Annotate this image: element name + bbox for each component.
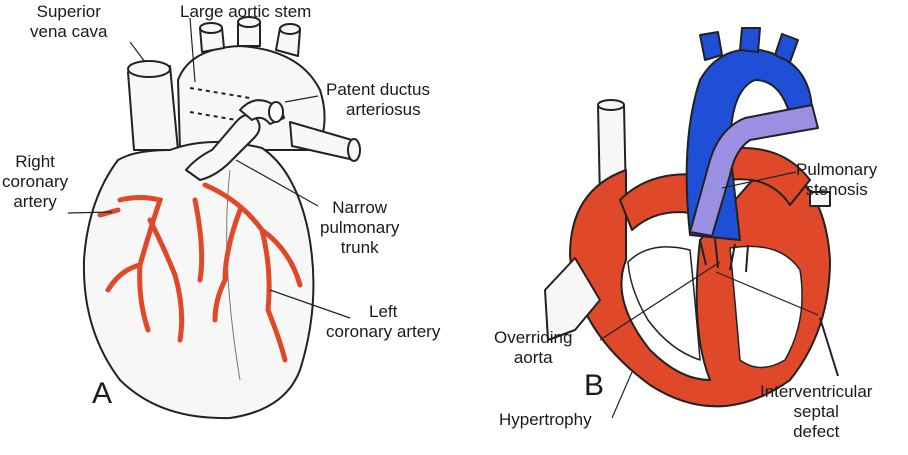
rca-line-1: Right: [2, 152, 68, 172]
npt-line-3: trunk: [320, 238, 399, 258]
label-hypertrophy: Hypertrophy: [499, 410, 592, 430]
left-ventricle: [730, 246, 802, 367]
svc-line-2: vena cava: [30, 22, 108, 42]
npt-line-2: pulmonary: [320, 218, 399, 238]
lca-line-2: coronary artery: [326, 322, 440, 342]
vsd-line-1: Interventricular: [760, 382, 872, 402]
leader-vsd-2: [820, 318, 838, 376]
label-left-coronary: Left coronary artery: [326, 302, 440, 342]
svc-line-1: Superior: [30, 2, 108, 22]
panel-a-letter: A: [92, 378, 112, 410]
label-superior-vena-cava: Superior vena cava: [30, 2, 108, 42]
rca-line-2: coronary: [2, 172, 68, 192]
panel-b-letter: B: [584, 370, 604, 402]
label-interventricular-septal-defect: Interventricular septal defect: [760, 382, 872, 442]
label-narrow-pulmonary-trunk: Narrow pulmonary trunk: [320, 198, 399, 258]
ductus-line-1: Patent ductus: [326, 80, 430, 100]
leader-hypertrophy: [612, 372, 632, 418]
rca-line-3: artery: [2, 192, 68, 212]
superior-vena-cava: [128, 66, 178, 150]
npt-line-1: Narrow: [320, 198, 399, 218]
oa-line-2: aorta: [494, 348, 572, 368]
label-right-coronary: Right coronary artery: [2, 152, 68, 212]
ps-line-1: Pulmonary: [796, 160, 877, 180]
lca-line-1: Left: [326, 302, 440, 322]
oa-line-1: Overriding: [494, 328, 572, 348]
label-overriding-aorta: Overriding aorta: [494, 328, 572, 368]
vsd-line-2: septal: [760, 402, 872, 422]
ductus-line-2: arteriosus: [326, 100, 430, 120]
panel-a-heart: [84, 17, 360, 418]
leader-svc: [130, 42, 145, 62]
label-patent-ductus: Patent ductus arteriosus: [326, 80, 430, 120]
label-pulmonary-stenosis: Pulmonary stenosis: [796, 160, 877, 200]
panel-b-heart: [545, 28, 830, 406]
vsd-line-3: defect: [760, 422, 872, 442]
label-large-aortic-stem: Large aortic stem: [180, 2, 311, 22]
ps-line-2: stenosis: [796, 180, 877, 200]
